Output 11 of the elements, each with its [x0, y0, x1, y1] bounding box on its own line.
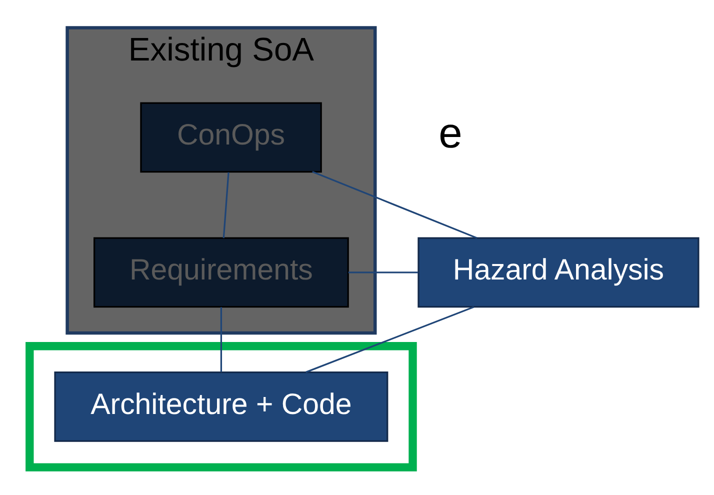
- connector: [305, 306, 474, 373]
- node-box: Architecture + Code: [54, 372, 388, 442]
- node-box: Requirements: [93, 237, 348, 308]
- connector: [312, 171, 477, 239]
- cluster: [25, 342, 416, 472]
- connector: [348, 272, 418, 274]
- connector: [220, 307, 222, 372]
- connector: [222, 172, 229, 238]
- node-box: Hazard Analysis: [417, 237, 699, 308]
- label: e: [438, 110, 462, 158]
- node-box: ConOps: [140, 102, 322, 173]
